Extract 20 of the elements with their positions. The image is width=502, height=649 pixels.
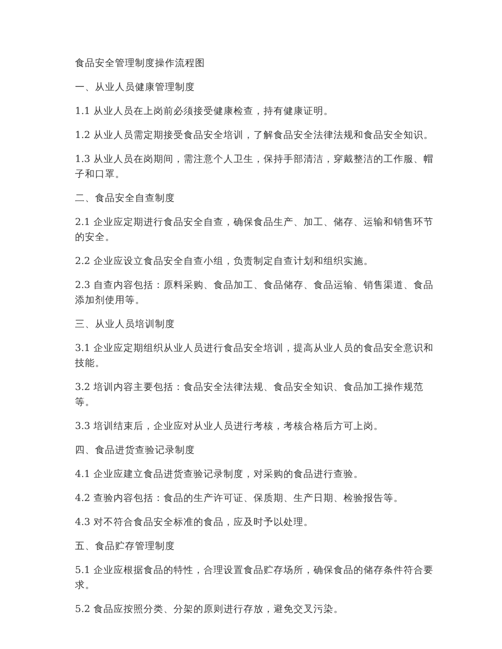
document-title: 食品安全管理制度操作流程图: [75, 57, 206, 71]
paragraph: 3.3 培训结束后，企业应对从业人员进行考核，考核合格后方可上岗。: [75, 420, 384, 434]
paragraph: 二、食品安全自查制度: [75, 192, 176, 206]
paragraph: 4.2 查验内容包括：食品的生产许可证、保质期、生产日期、检验报告等。: [75, 492, 404, 506]
paragraph: 四、食品进货查验记录制度: [75, 444, 196, 458]
paragraph: 4.1 企业应建立食品进货查验记录制度，对采购的食品进行查验。: [75, 468, 364, 482]
paragraph: 1.1 从业人员在上岗前必须接受健康检查，持有健康证明。: [75, 105, 334, 119]
paragraph: 2.3 自查内容包括：原料采购、食品加工、食品储存、食品运输、销售渠道、食品添加剂使用等。: [75, 279, 434, 308]
paragraph: 2.2 企业应设立食品安全自查小组，负责制定自查计划和组织实施。: [75, 255, 374, 269]
paragraph: 1.2 从业人员需定期接受食品安全培训，了解食品安全法律法规和食品安全知识。: [75, 129, 434, 143]
paragraph: 2.1 企业应定期进行食品安全自查，确保食品生产、加工、储存、运输和销售环节的安全。: [75, 216, 434, 245]
paragraph: 五、食品贮存管理制度: [75, 540, 176, 554]
paragraph: 4.3 对不符合食品安全标准的食品，应及时予以处理。: [75, 516, 314, 530]
paragraph: 3.2 培训内容主要包括：食品安全法律法规、食品安全知识、食品加工操作规范等。: [75, 381, 424, 410]
paragraph: 三、从业人员培训制度: [75, 318, 176, 332]
paragraph: 一、从业人员健康管理制度: [75, 81, 196, 95]
paragraph: 5.1 企业应根据食品的特性，合理设置食品贮存场所，确保食品的储存条件符合要求。: [75, 564, 434, 593]
paragraph: 3.1 企业应定期组织从业人员进行食品安全培训，提高从业人员的食品安全意识和技能。: [75, 342, 434, 371]
paragraph: 1.3 从业人员在岗期间，需注意个人卫生，保持手部清洁，穿戴整洁的工作服、帽子和口罩。: [75, 153, 434, 182]
paragraph: 5.2 食品应按照分类、分架的原则进行存放，避免交叉污染。: [75, 603, 344, 617]
